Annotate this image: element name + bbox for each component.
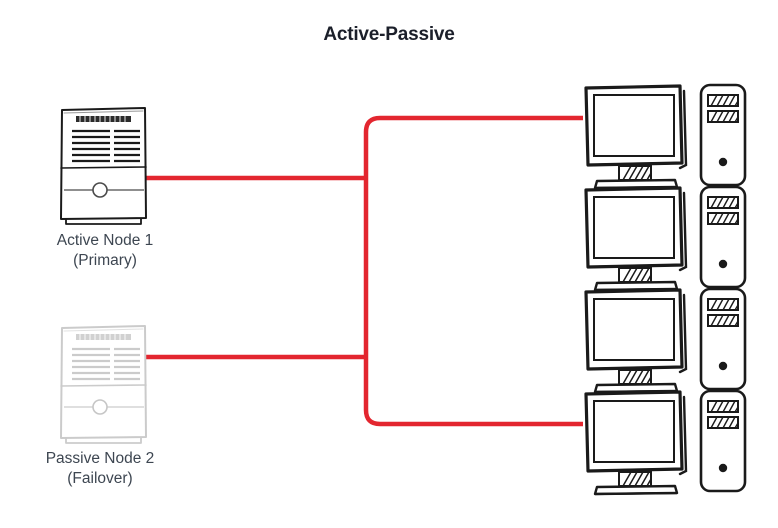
passive-node-base — [65, 437, 142, 444]
active-node-power-row — [64, 182, 144, 198]
active-node-top-edge — [63, 110, 144, 114]
passive-node-panel-left — [72, 347, 110, 381]
client-workstation-1[interactable] — [584, 83, 747, 190]
passive-node-power-knob — [92, 399, 108, 415]
passive-node-divider — [60, 384, 147, 387]
network-links — [146, 115, 642, 427]
active-node-power-knob — [92, 182, 108, 198]
passive-node-panel-right — [114, 347, 140, 381]
active-node-divider — [60, 166, 147, 169]
active-node-panel-left — [72, 129, 110, 163]
diagram-title: Active-Passive — [323, 24, 455, 45]
active-node-caption: Active Node 1 (Primary) — [56, 232, 154, 269]
client-workstation-2[interactable] — [584, 185, 747, 292]
client-workstation-3[interactable] — [584, 287, 747, 394]
active-node-body — [60, 107, 147, 220]
node-active-server[interactable] — [60, 107, 147, 225]
node-passive-server[interactable] — [60, 325, 147, 444]
client-workstations — [584, 83, 747, 496]
active-node-vent-strip — [76, 116, 131, 122]
client-workstation-4[interactable] — [584, 389, 747, 496]
active-node-base — [65, 218, 142, 225]
passive-node-power-row — [64, 399, 144, 415]
red-vertical-bus — [363, 115, 583, 427]
passive-node-vent-strip — [76, 334, 131, 340]
passive-node-top-edge — [63, 328, 144, 332]
passive-node-body — [60, 325, 147, 439]
active-node-panel-right — [114, 129, 140, 163]
passive-node-caption: Passive Node 2 (Failover) — [45, 450, 155, 487]
